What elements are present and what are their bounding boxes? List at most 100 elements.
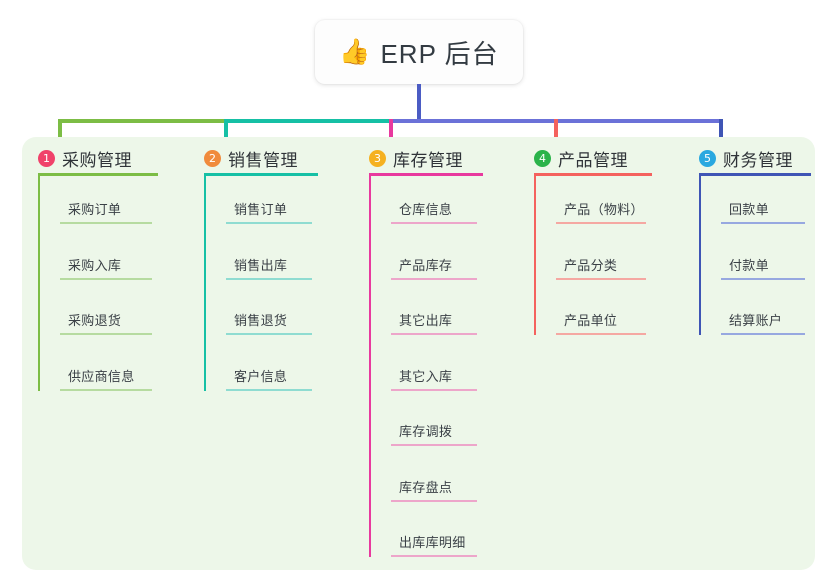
module-item[interactable]: 销售退货 xyxy=(226,310,312,335)
module-item-label: 产品单位 xyxy=(564,313,618,328)
module-item-label: 付款单 xyxy=(729,257,769,273)
module-item-rule xyxy=(391,222,477,224)
module-item-label: 回款单 xyxy=(729,202,769,217)
module-header-rule xyxy=(204,173,318,176)
module-number-badge: 3 xyxy=(369,150,386,167)
module-item[interactable]: 产品单位 xyxy=(556,310,646,335)
module-item[interactable]: 出库库明细 xyxy=(391,532,477,557)
module-number-badge: 4 xyxy=(534,150,551,167)
connector-bar-mid xyxy=(224,119,391,123)
module-item-label: 采购订单 xyxy=(68,202,122,217)
module-item[interactable]: 产品（物料） xyxy=(556,199,646,224)
module-item-label: 产品分类 xyxy=(564,257,618,273)
module-item-rule xyxy=(226,333,312,335)
module-item[interactable]: 其它出库 xyxy=(391,310,477,335)
module-title: 采购管理 xyxy=(62,151,132,170)
module-item-label: 销售出库 xyxy=(234,257,288,273)
module-item[interactable]: 客户信息 xyxy=(226,366,312,391)
root-node-erp-backend[interactable]: 👍 ERP 后台 xyxy=(315,20,523,84)
module-item[interactable]: 产品分类 xyxy=(556,255,646,280)
module-item-rule xyxy=(226,222,312,224)
module-item-label: 销售订单 xyxy=(234,202,288,217)
module-item-label: 出库库明细 xyxy=(399,535,466,550)
module-item[interactable]: 付款单 xyxy=(721,255,805,280)
module-spine xyxy=(699,176,701,335)
module-item-rule xyxy=(60,388,152,391)
module-item-rule xyxy=(556,277,646,280)
module-spine xyxy=(204,176,206,391)
connector-drop-1 xyxy=(58,119,62,145)
module-header-rule xyxy=(534,173,652,176)
module-item-rule xyxy=(391,388,477,391)
module-item-rule xyxy=(60,277,152,280)
module-item-label: 其它入库 xyxy=(399,368,453,384)
module-item-label: 产品库存 xyxy=(399,257,453,273)
module-spine xyxy=(369,176,371,557)
module-header-rule xyxy=(699,173,811,176)
module-item-rule xyxy=(391,499,477,502)
module-item[interactable]: 销售订单 xyxy=(226,199,312,224)
module-item-rule xyxy=(226,277,312,280)
module-item-rule xyxy=(391,555,477,557)
module-item[interactable]: 库存调拨 xyxy=(391,421,477,446)
module-item-rule xyxy=(391,444,477,446)
module-item-rule xyxy=(226,388,312,391)
module-item[interactable]: 仓库信息 xyxy=(391,199,477,224)
module-number-badge: 1 xyxy=(38,150,55,167)
page-title: ERP 后台 xyxy=(380,38,499,69)
module-header-rule xyxy=(369,173,483,176)
module-header-产品管理[interactable]: 4 产品管理 xyxy=(534,146,628,171)
module-title: 财务管理 xyxy=(723,151,793,170)
module-item-rule xyxy=(556,222,646,224)
module-item[interactable]: 回款单 xyxy=(721,199,805,224)
module-item-label: 产品（物料） xyxy=(564,202,644,217)
module-item-label: 供应商信息 xyxy=(68,368,135,384)
module-item-rule xyxy=(60,333,152,335)
module-item-rule xyxy=(721,333,805,335)
root-stem xyxy=(417,84,421,123)
module-title: 产品管理 xyxy=(558,151,628,170)
module-spine xyxy=(38,176,40,391)
module-item[interactable]: 其它入库 xyxy=(391,366,477,391)
module-item-label: 其它出库 xyxy=(399,313,453,328)
module-item[interactable]: 结算账户 xyxy=(721,310,805,335)
module-header-销售管理[interactable]: 2 销售管理 xyxy=(204,146,298,171)
module-header-rule xyxy=(38,173,158,176)
module-item-label: 结算账户 xyxy=(729,313,783,328)
module-item-label: 采购入库 xyxy=(68,257,122,273)
module-item[interactable]: 供应商信息 xyxy=(60,366,152,391)
module-item-rule xyxy=(60,222,152,224)
connector-bar-left xyxy=(58,119,226,123)
connector-drop-2 xyxy=(224,119,228,145)
module-item[interactable]: 产品库存 xyxy=(391,255,477,280)
module-header-采购管理[interactable]: 1 采购管理 xyxy=(38,146,132,171)
module-item[interactable]: 采购订单 xyxy=(60,199,152,224)
module-header-财务管理[interactable]: 5 财务管理 xyxy=(699,146,793,171)
module-title: 销售管理 xyxy=(228,151,298,170)
module-number-badge: 5 xyxy=(699,150,716,167)
module-header-库存管理[interactable]: 3 库存管理 xyxy=(369,146,463,171)
module-item[interactable]: 销售出库 xyxy=(226,255,312,280)
connector-drop-5 xyxy=(719,119,723,145)
module-item-label: 销售退货 xyxy=(234,313,288,328)
modules-panel xyxy=(22,137,815,570)
module-item-rule xyxy=(391,333,477,335)
connector-drop-3 xyxy=(389,119,393,145)
module-item-rule xyxy=(721,222,805,224)
module-title: 库存管理 xyxy=(393,151,463,170)
module-item-label: 采购退货 xyxy=(68,313,122,328)
module-item[interactable]: 采购入库 xyxy=(60,255,152,280)
module-item-rule xyxy=(391,277,477,280)
module-item-rule xyxy=(721,277,805,280)
module-item[interactable]: 库存盘点 xyxy=(391,477,477,502)
thumbs-up-icon: 👍 xyxy=(339,37,371,66)
module-item-label: 仓库信息 xyxy=(399,202,453,217)
module-spine xyxy=(534,176,536,335)
module-item-rule xyxy=(556,333,646,335)
connector-drop-4 xyxy=(554,119,558,145)
module-item-label: 库存盘点 xyxy=(399,479,453,495)
module-number-badge: 2 xyxy=(204,150,221,167)
module-item-label: 客户信息 xyxy=(234,368,288,384)
module-item[interactable]: 采购退货 xyxy=(60,310,152,335)
